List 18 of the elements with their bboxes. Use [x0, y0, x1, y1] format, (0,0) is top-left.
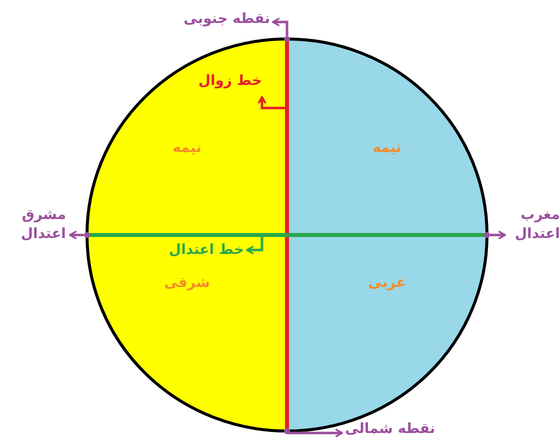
leader-arrow [490, 230, 506, 240]
leader-arrow [258, 96, 285, 110]
label-text: خط زوال [198, 72, 262, 91]
half-label: نیمه [172, 139, 202, 158]
half-label: شرقی [163, 274, 211, 293]
point-dot [84, 232, 90, 238]
leader-arrow [286, 428, 343, 438]
leader-arrow [246, 237, 264, 254]
leader-arrow [69, 230, 84, 240]
leader-arrow [272, 18, 288, 36]
label-text: مشرق اعتدال [14, 206, 66, 244]
label-text: نقطه شمالی [345, 420, 436, 439]
point-dot [284, 36, 290, 42]
label-text: مغرب اعتدال [508, 206, 560, 244]
half-label: غربی [367, 274, 407, 293]
label-text: خط اعتدال [168, 241, 244, 260]
half-label: نیمه [372, 139, 402, 158]
label-text: نقطه جنوبی [184, 10, 270, 29]
